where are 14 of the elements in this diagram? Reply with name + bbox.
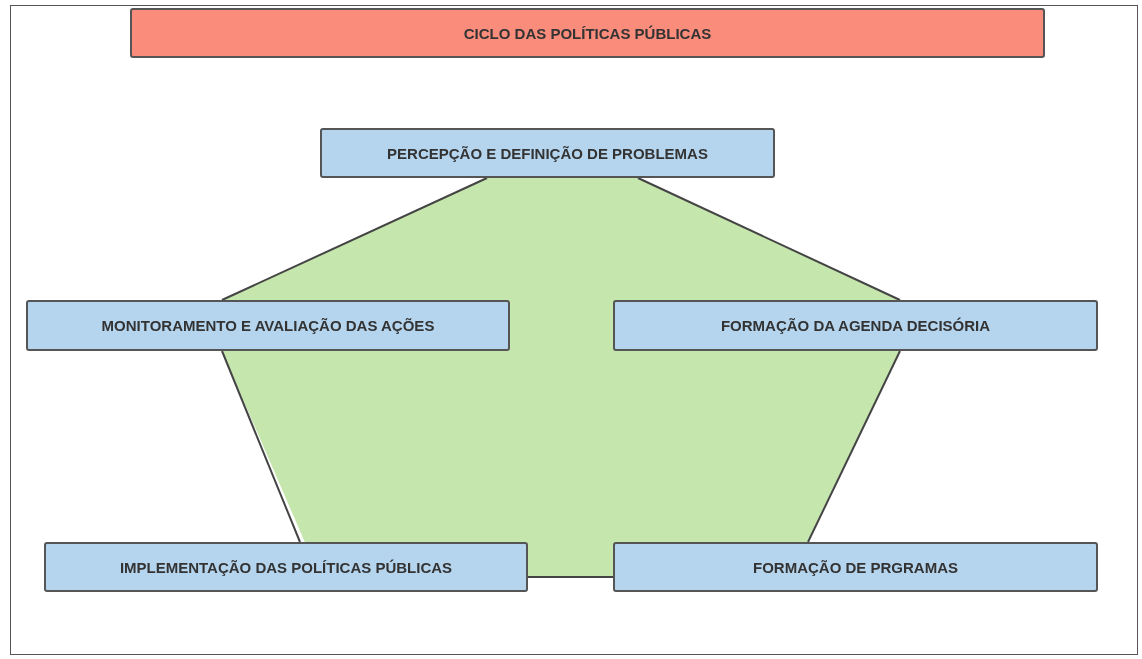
connector-line bbox=[807, 350, 901, 543]
title-text: CICLO DAS POLÍTICAS PÚBLICAS bbox=[463, 24, 712, 42]
node-label: MONITORAMENTO E AVALIAÇÃO DAS AÇÕES bbox=[101, 317, 435, 334]
process-box bbox=[613, 542, 1098, 592]
process-box bbox=[320, 128, 775, 178]
process-box bbox=[26, 300, 510, 351]
connector-line bbox=[221, 350, 301, 543]
node-label: FORMAÇÃO DA AGENDA DECISÓRIA bbox=[720, 317, 991, 334]
node-label: FORMAÇÃO DE PRGRAMAS bbox=[753, 558, 958, 576]
process-box bbox=[44, 542, 528, 592]
process-box bbox=[613, 300, 1098, 351]
node-label: IMPLEMENTAÇÃO DAS POLÍTICAS PÚBLICAS bbox=[119, 558, 453, 576]
node-label: PERCEPÇÃO E DEFINIÇÃO DE PROBLEMAS bbox=[387, 144, 708, 162]
connector-line bbox=[527, 576, 614, 578]
